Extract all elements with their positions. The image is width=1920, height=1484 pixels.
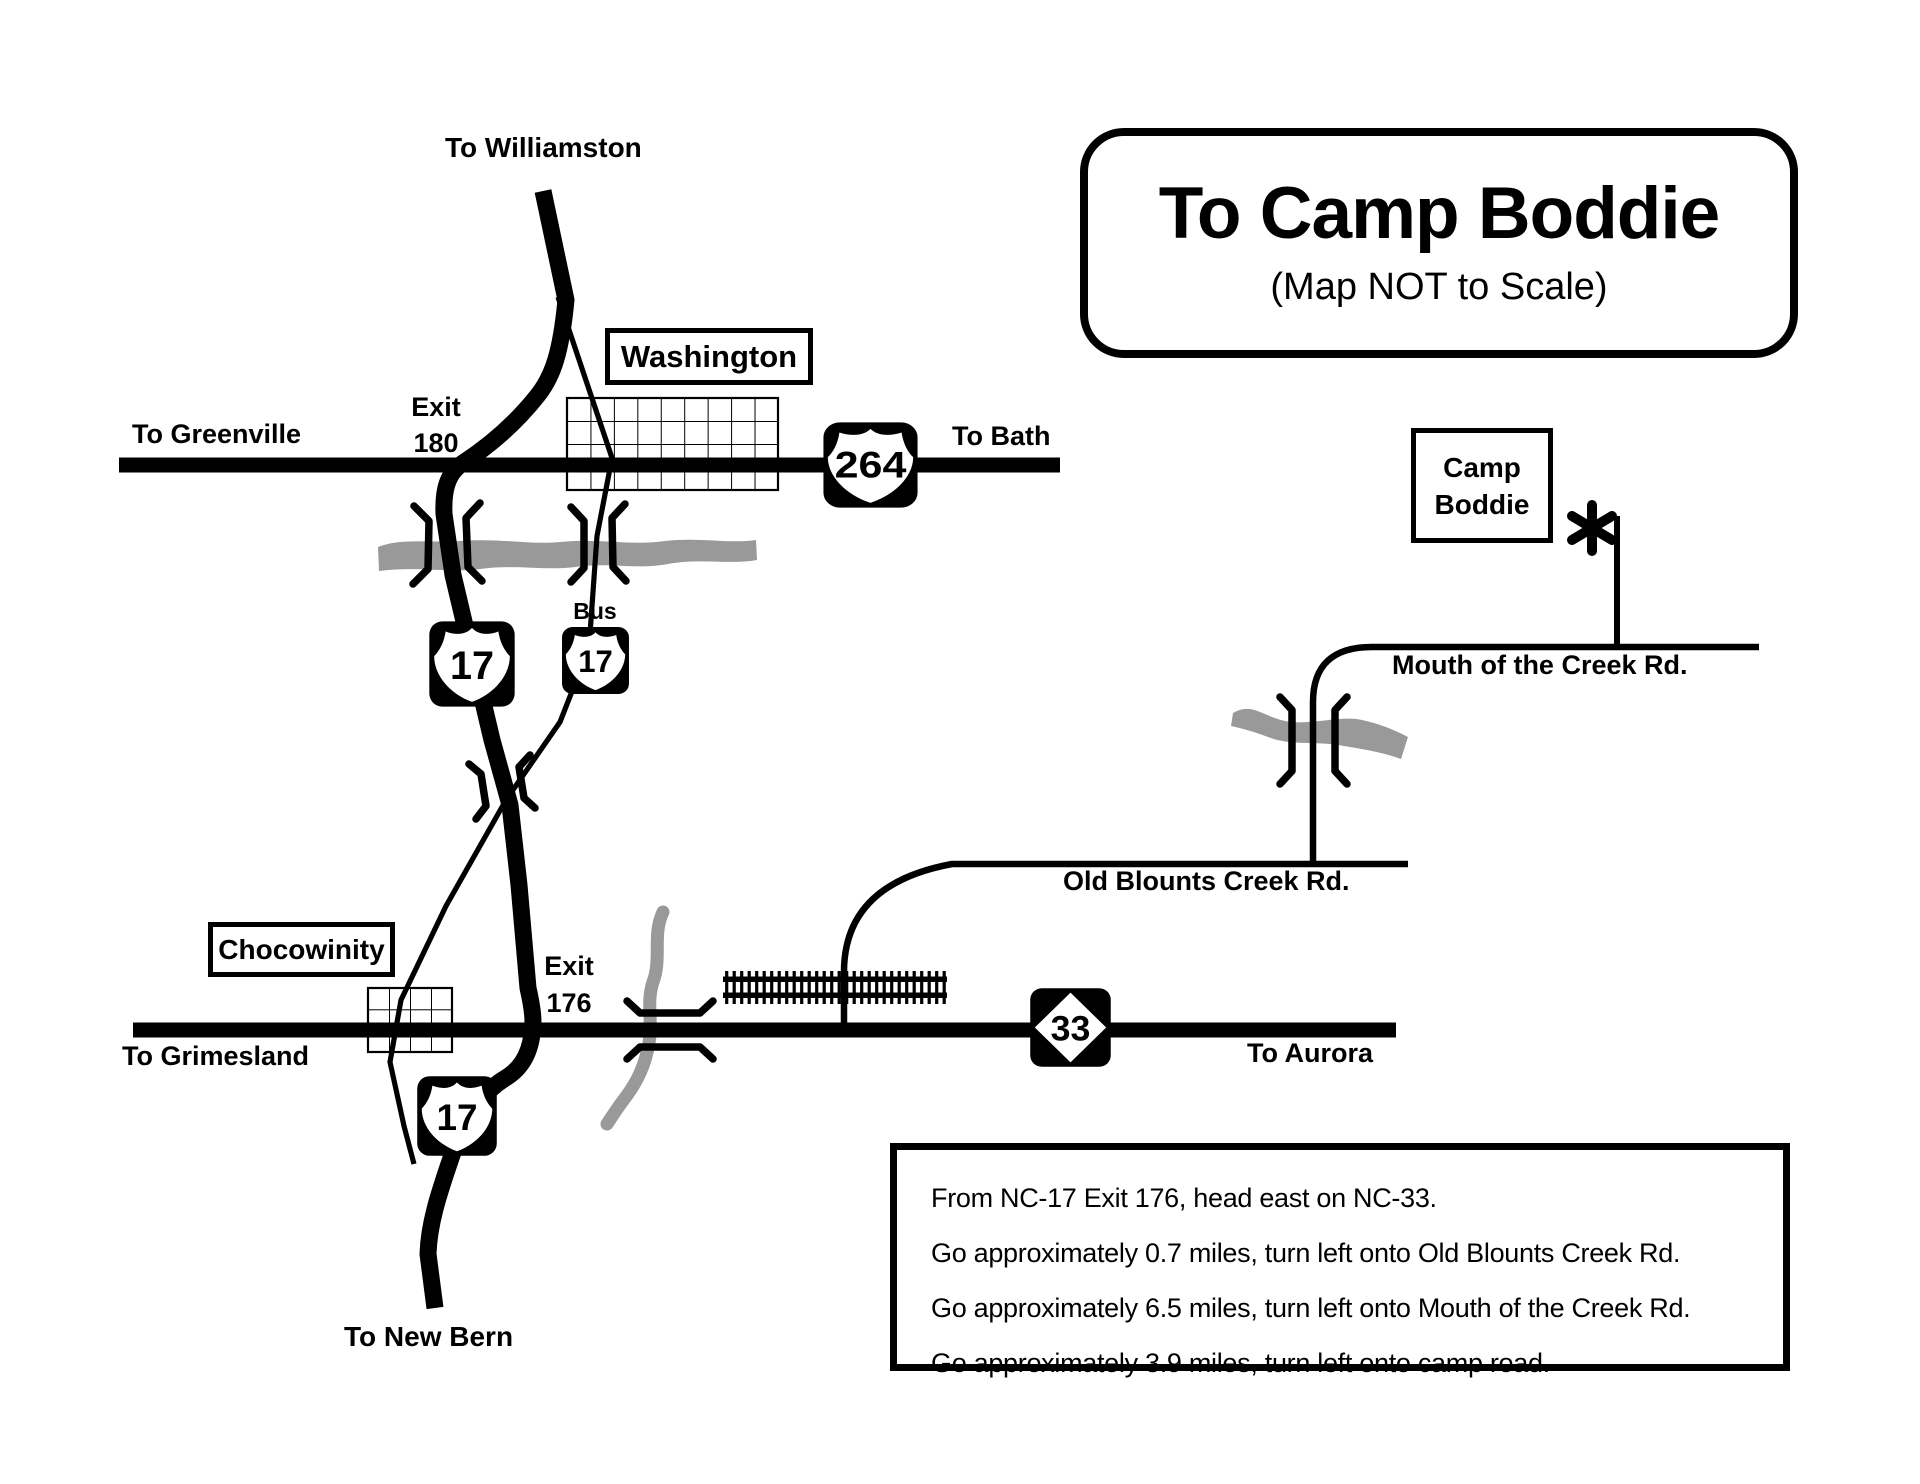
directions-line: Go approximately 3.9 miles, turn left on…	[931, 1348, 1550, 1378]
us17-route-number: 17	[450, 644, 494, 688]
bridge-marker-blounts-creek	[1276, 693, 1351, 788]
map-subtitle: (Map NOT to Scale)	[1270, 266, 1608, 308]
label-mouth-of-the-creek-rd: Mouth of the Creek Rd.	[1392, 650, 1688, 680]
us17-business-route-shield: 17	[561, 626, 630, 695]
us264-route-shield: 264	[822, 421, 919, 509]
map-title: To Camp Boddie	[1158, 173, 1721, 254]
label-exit-176-word: Exit	[544, 951, 594, 981]
bridge-marker-us17-river	[409, 499, 486, 588]
label-to-williamston: To Williamston	[445, 132, 642, 163]
blounts-creek-water	[1231, 708, 1408, 759]
label-exit-180: Exit 180	[404, 389, 468, 461]
nc33-route-shield: 33	[1029, 987, 1112, 1068]
directions-line: Go approximately 0.7 miles, turn left on…	[931, 1238, 1681, 1268]
nc33-route-number: 33	[1051, 1010, 1091, 1049]
us17-business-route-number: 17	[578, 644, 613, 679]
railroad-track	[723, 971, 947, 1004]
chocowinity-box: Chocowinity	[208, 922, 395, 977]
label-exit-176-number: 176	[546, 988, 592, 1018]
river-water	[378, 539, 757, 571]
chocowinity-creek-water	[600, 905, 670, 1131]
bridge-marker-bus17-river	[567, 500, 630, 586]
camp-boddie-box: Camp Boddie	[1411, 428, 1553, 543]
map-title-box: To Camp Boddie (Map NOT to Scale)	[1080, 128, 1798, 358]
label-to-new-bern: To New Bern	[344, 1321, 514, 1352]
label-to-greenville: To Greenville	[132, 419, 302, 449]
camp-boddie-box-line2: Boddie	[1434, 488, 1530, 520]
label-to-aurora: To Aurora	[1247, 1038, 1373, 1068]
directions-box: From NC-17 Exit 176, head east on NC-33.…	[890, 1143, 1790, 1378]
camp-boddie-box-line1: Camp	[1443, 451, 1521, 483]
label-bus: Bus	[573, 598, 617, 624]
label-to-bath: To Bath	[952, 421, 1051, 451]
chocowinity-box-label: Chocowinity	[218, 933, 385, 965]
camp-location-asterisk-icon	[1567, 500, 1617, 556]
directions-line: Go approximately 6.5 miles, turn left on…	[931, 1293, 1691, 1323]
label-exit-180-number: 180	[413, 428, 459, 458]
label-exit-180-word: Exit	[411, 392, 461, 422]
mouth-of-creek-road-path	[1309, 643, 1759, 864]
washington-box-label: Washington	[620, 338, 798, 374]
us17-south-route-shield: 17	[416, 1075, 498, 1157]
us17-south-route-number: 17	[436, 1097, 477, 1138]
directions-line: From NC-17 Exit 176, head east on NC-33.	[931, 1183, 1437, 1213]
label-exit-176: Exit 176	[531, 948, 607, 1022]
us17-route-shield: 17	[428, 620, 516, 708]
bridge-marker-nc33-creek	[623, 997, 717, 1063]
us264-route-number: 264	[835, 445, 907, 486]
washington-box: Washington	[605, 328, 813, 385]
washington-street-grid	[565, 396, 780, 492]
label-to-grimesland: To Grimesland	[122, 1041, 310, 1071]
chocowinity-street-grid	[366, 986, 454, 1054]
label-old-blounts-creek-rd: Old Blounts Creek Rd.	[1063, 866, 1350, 896]
overpass-marker-us17-bus17	[465, 751, 539, 823]
old-blounts-creek-road-path	[840, 860, 1408, 1031]
